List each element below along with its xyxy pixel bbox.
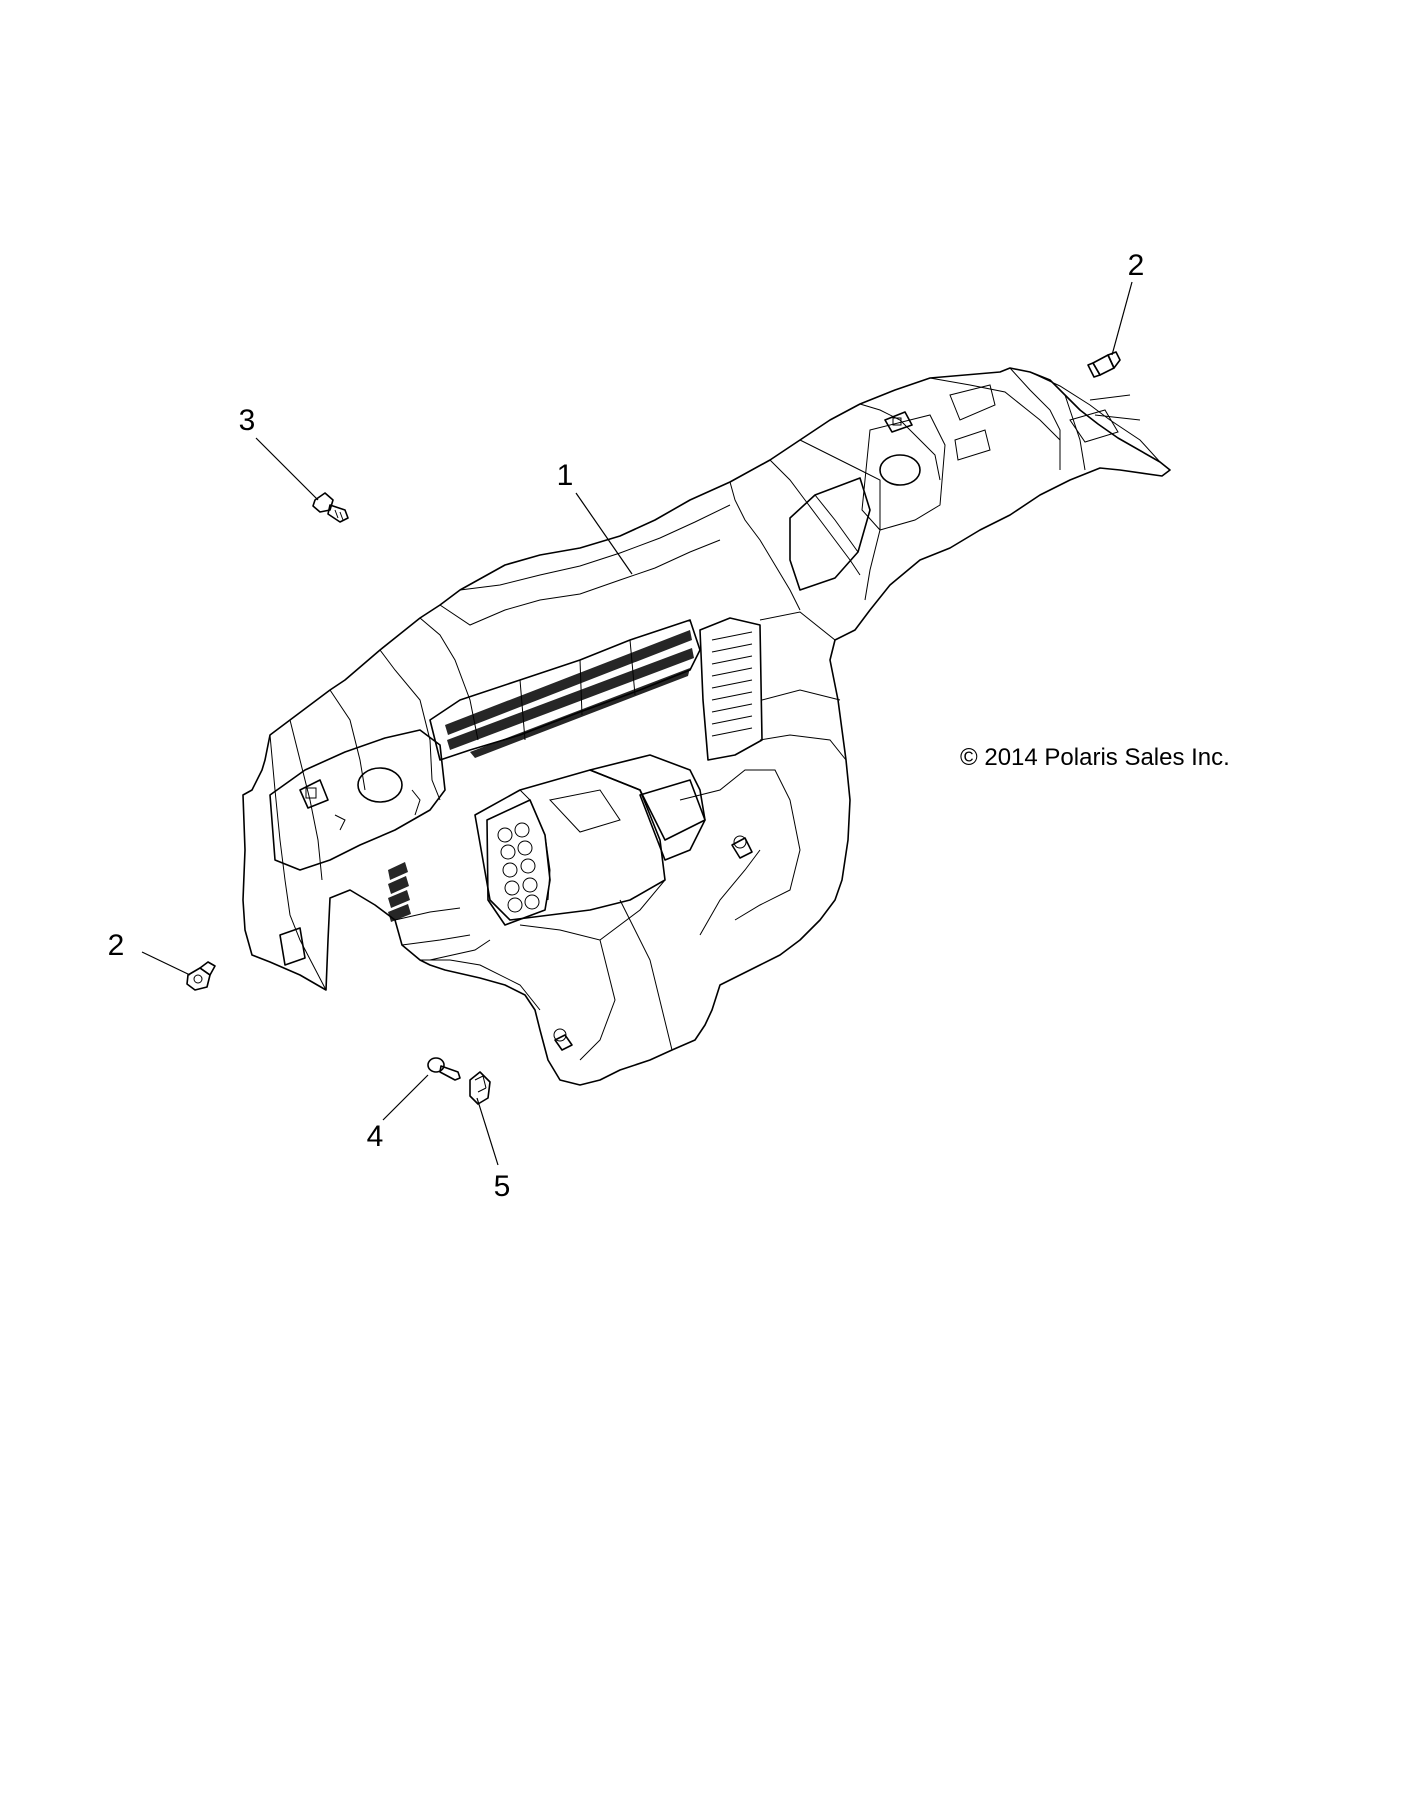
side-vent-slats [711, 631, 753, 737]
part-3-screw [312, 492, 349, 523]
upper-grille-mesh [445, 630, 694, 758]
callout-2-left: 2 [108, 929, 125, 962]
part-2-push-rivet-upper [1087, 351, 1121, 378]
part-1-front-cab-fascia [242, 367, 1171, 1086]
callout-1: 1 [557, 459, 574, 492]
left-grille-strips [388, 862, 411, 922]
lower-honeycomb-grille [486, 799, 551, 926]
callout-5: 5 [494, 1170, 511, 1203]
callout-labels: 1 2 3 2 4 5 [108, 249, 1145, 1203]
copyright-notice: © 2014 Polaris Sales Inc. [960, 744, 1230, 771]
callout-4: 4 [367, 1120, 384, 1153]
callout-3: 3 [239, 404, 256, 437]
part-2-push-rivet-left [186, 961, 216, 991]
part-4-push-pin [427, 1057, 461, 1081]
callout-2-upper: 2 [1128, 249, 1145, 282]
leader-lines [141, 281, 1133, 1166]
part-5-clip-nut [469, 1071, 491, 1105]
